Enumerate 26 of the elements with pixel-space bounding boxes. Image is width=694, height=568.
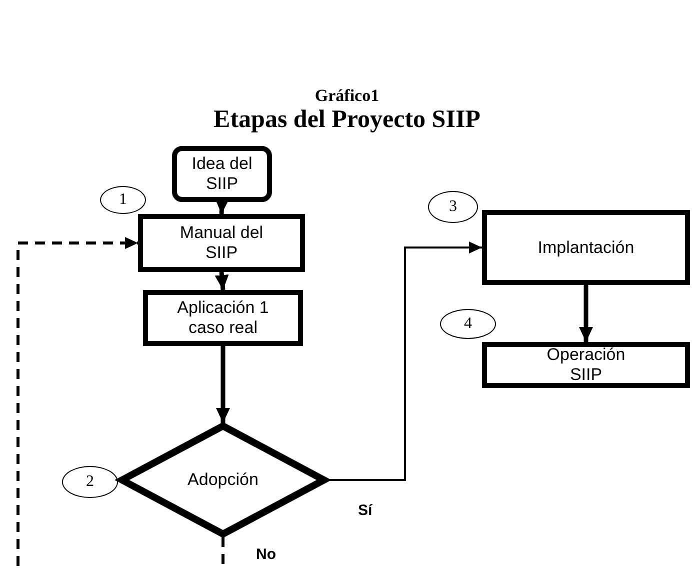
step-number: 3 [449, 198, 457, 216]
node-label: Adopción [188, 470, 258, 490]
step-number-circle [100, 186, 146, 214]
start-box [172, 146, 272, 202]
step-number-circle [62, 466, 118, 498]
process-box [482, 210, 690, 285]
dashed-arrow [16, 237, 224, 568]
step-number-circle [440, 309, 496, 339]
node-label: Aplicación 1 caso real [176, 298, 270, 338]
step-number: 1 [119, 191, 127, 209]
node-label: Implantación [538, 238, 634, 258]
arrow [214, 272, 229, 290]
node-label: Manual del SIIP [178, 223, 264, 263]
step-number-circle [428, 191, 478, 223]
process-box [143, 290, 303, 346]
step-number: 2 [86, 473, 94, 491]
arrow [579, 285, 593, 342]
arrow [328, 242, 482, 481]
step-number: 4 [464, 315, 472, 333]
process-box [482, 342, 690, 388]
arrow [216, 346, 230, 423]
node-label: Operación SIIP [546, 345, 626, 385]
process-box [138, 214, 305, 272]
figure-number: Gráfico1 [314, 86, 380, 106]
diagram-title: Etapas del Proyecto SIIP [214, 106, 480, 134]
node-label: Idea del SIIP [190, 154, 254, 194]
